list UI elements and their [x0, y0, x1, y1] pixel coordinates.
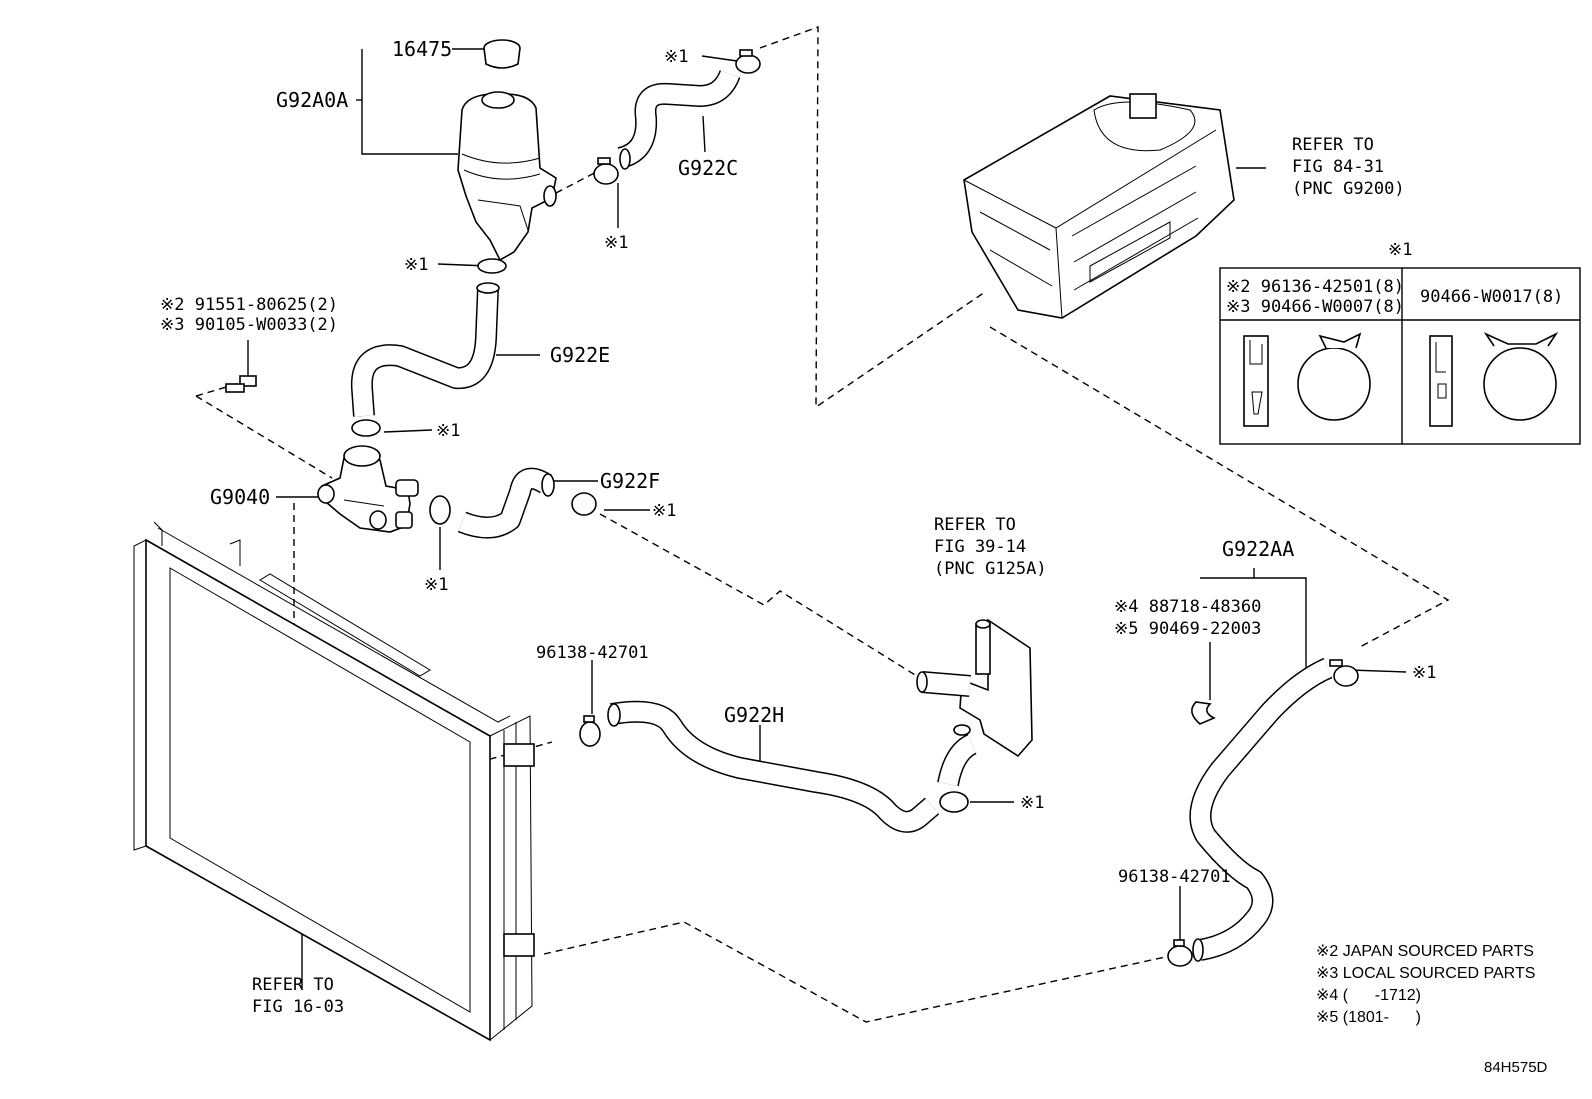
ref-inverter-3: (PNC G9200)	[1292, 179, 1405, 199]
label-g92a0a: G92A0A	[276, 88, 348, 112]
mark-clamp-aa-top: ※1	[1412, 663, 1436, 683]
bolt	[225, 375, 257, 393]
ref-radiator-1: REFER TO	[252, 975, 334, 995]
hose-g922e	[350, 282, 500, 417]
ref-cooler-1: REFER TO	[934, 515, 1016, 535]
ref-cooler-3: (PNC G125A)	[934, 559, 1047, 579]
label-16475: 16475	[392, 37, 452, 61]
hose-clamps	[351, 49, 1359, 967]
bolt-note-2: ※3 90105-W0033(2)	[160, 315, 338, 335]
mark-clamp-h-right: ※1	[1020, 793, 1044, 813]
mark-clamp-f-right: ※1	[652, 501, 676, 521]
table-right: 90466-W0017(8)	[1420, 287, 1563, 307]
hose-g922f	[457, 467, 555, 539]
ref-inverter-1: REFER TO	[1292, 135, 1374, 155]
legend-line-3: ※4 ( -1712)	[1316, 987, 1421, 1004]
ref-cooler-2: FIG 39-14	[934, 537, 1026, 557]
ref-radiator-2: FIG 16-03	[252, 997, 344, 1017]
label-g922e: G922E	[550, 343, 610, 367]
legend-line-1: ※2 JAPAN SOURCED PARTS	[1316, 943, 1534, 960]
reservoir-tank	[457, 91, 557, 262]
legend-line-4: ※5 (1801- )	[1316, 1009, 1421, 1026]
ref-inverter-2: FIG 84-31	[1292, 157, 1384, 177]
mark-clamp-tank-bottom: ※1	[404, 255, 428, 275]
cooler-unit	[916, 618, 1033, 787]
inverter-assembly	[963, 93, 1235, 319]
aa-note-1: ※4 88718-48360	[1114, 597, 1261, 617]
label-g922f: G922F	[600, 469, 660, 493]
mark-table-title: ※1	[1388, 240, 1412, 260]
mark-clamp-pump-bottom: ※1	[424, 575, 448, 595]
clamp-table	[1219, 267, 1581, 445]
table-left-line2: ※3 90466-W0007(8)	[1226, 297, 1404, 317]
label-g922c: G922C	[678, 156, 738, 180]
mark-clamp-e-bottom: ※1	[436, 421, 460, 441]
hose-g922h	[607, 700, 940, 833]
reservoir-cap	[483, 39, 521, 69]
radiator	[133, 521, 535, 1042]
label-g922aa: G922AA	[1222, 537, 1294, 561]
table-left-line1: ※2 96136-42501(8)	[1226, 277, 1404, 297]
part-labels: 16475 G92A0A G922C G922E G9040 G922F G92…	[160, 37, 1563, 1076]
hose-g922aa	[1189, 657, 1333, 962]
hose-g922c	[616, 69, 741, 170]
mark-clamp-tank-right: ※1	[604, 233, 628, 253]
diagram-code: 84H575D	[1484, 1059, 1548, 1076]
mark-clamp-top: ※1	[664, 47, 688, 67]
leader-lines	[247, 48, 1407, 988]
label-g922h: G922H	[724, 703, 784, 727]
aa-note-2: ※5 90469-22003	[1114, 619, 1261, 639]
label-96138-lower: 96138-42701	[1118, 867, 1231, 887]
water-pump	[317, 445, 419, 533]
label-g9040: G9040	[210, 485, 270, 509]
legend-line-2: ※3 LOCAL SOURCED PARTS	[1316, 965, 1535, 982]
bolt-note-1: ※2 91551-80625(2)	[160, 295, 338, 315]
label-96138-upper: 96138-42701	[536, 643, 649, 663]
